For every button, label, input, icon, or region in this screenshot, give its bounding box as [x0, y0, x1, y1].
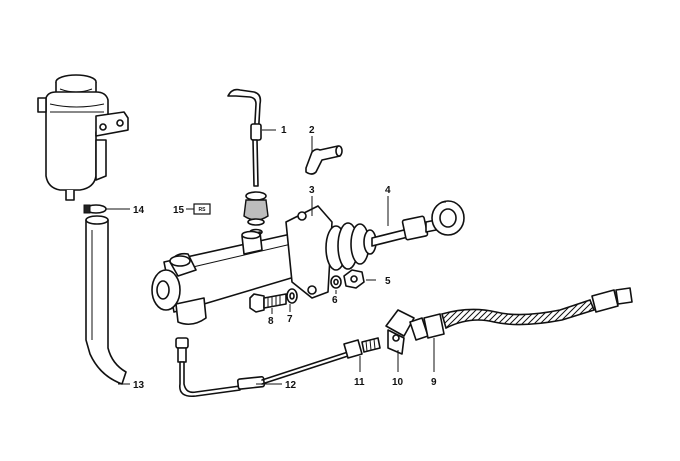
- callout-2: 2: [309, 125, 315, 136]
- elbow-fitting-2: [305, 145, 343, 175]
- push-rod-4: [371, 200, 465, 247]
- callout-15: 15: [173, 205, 185, 216]
- callout-13: 13: [133, 380, 145, 391]
- hose-clamp-14: [83, 204, 107, 214]
- leader-lines: [106, 129, 435, 385]
- connecting-pipe-1: [227, 88, 262, 187]
- badge-text: RS: [199, 207, 207, 213]
- callout-12: 12: [285, 380, 297, 391]
- callout-6: 6: [332, 295, 338, 306]
- callout-4: 4: [385, 185, 391, 196]
- callout-8: 8: [268, 316, 274, 327]
- callout-14: 14: [133, 205, 145, 216]
- fluid-reservoir: [37, 74, 129, 201]
- callout-9: 9: [431, 377, 437, 388]
- nut-5: [343, 269, 365, 289]
- clutch-master-cylinder-3: [151, 205, 377, 326]
- reservoir-grommet: [243, 191, 269, 236]
- mounting-clip-10: [385, 309, 415, 355]
- washer-6: [330, 275, 342, 289]
- rs-badge: RS: [193, 203, 211, 215]
- callout-1: 1: [281, 125, 287, 136]
- union-fitting-11: [343, 337, 381, 359]
- callout-3: 3: [309, 185, 315, 196]
- bolt-8: [249, 293, 287, 313]
- washer-7: [286, 288, 298, 304]
- flexible-hose-9: [409, 287, 633, 341]
- callout-10: 10: [392, 377, 404, 388]
- callout-11: 11: [354, 377, 365, 388]
- feed-hose-13: [85, 215, 127, 385]
- callout-7: 7: [287, 314, 293, 325]
- pressure-pipe-12: [175, 337, 349, 398]
- callout-5: 5: [385, 276, 391, 287]
